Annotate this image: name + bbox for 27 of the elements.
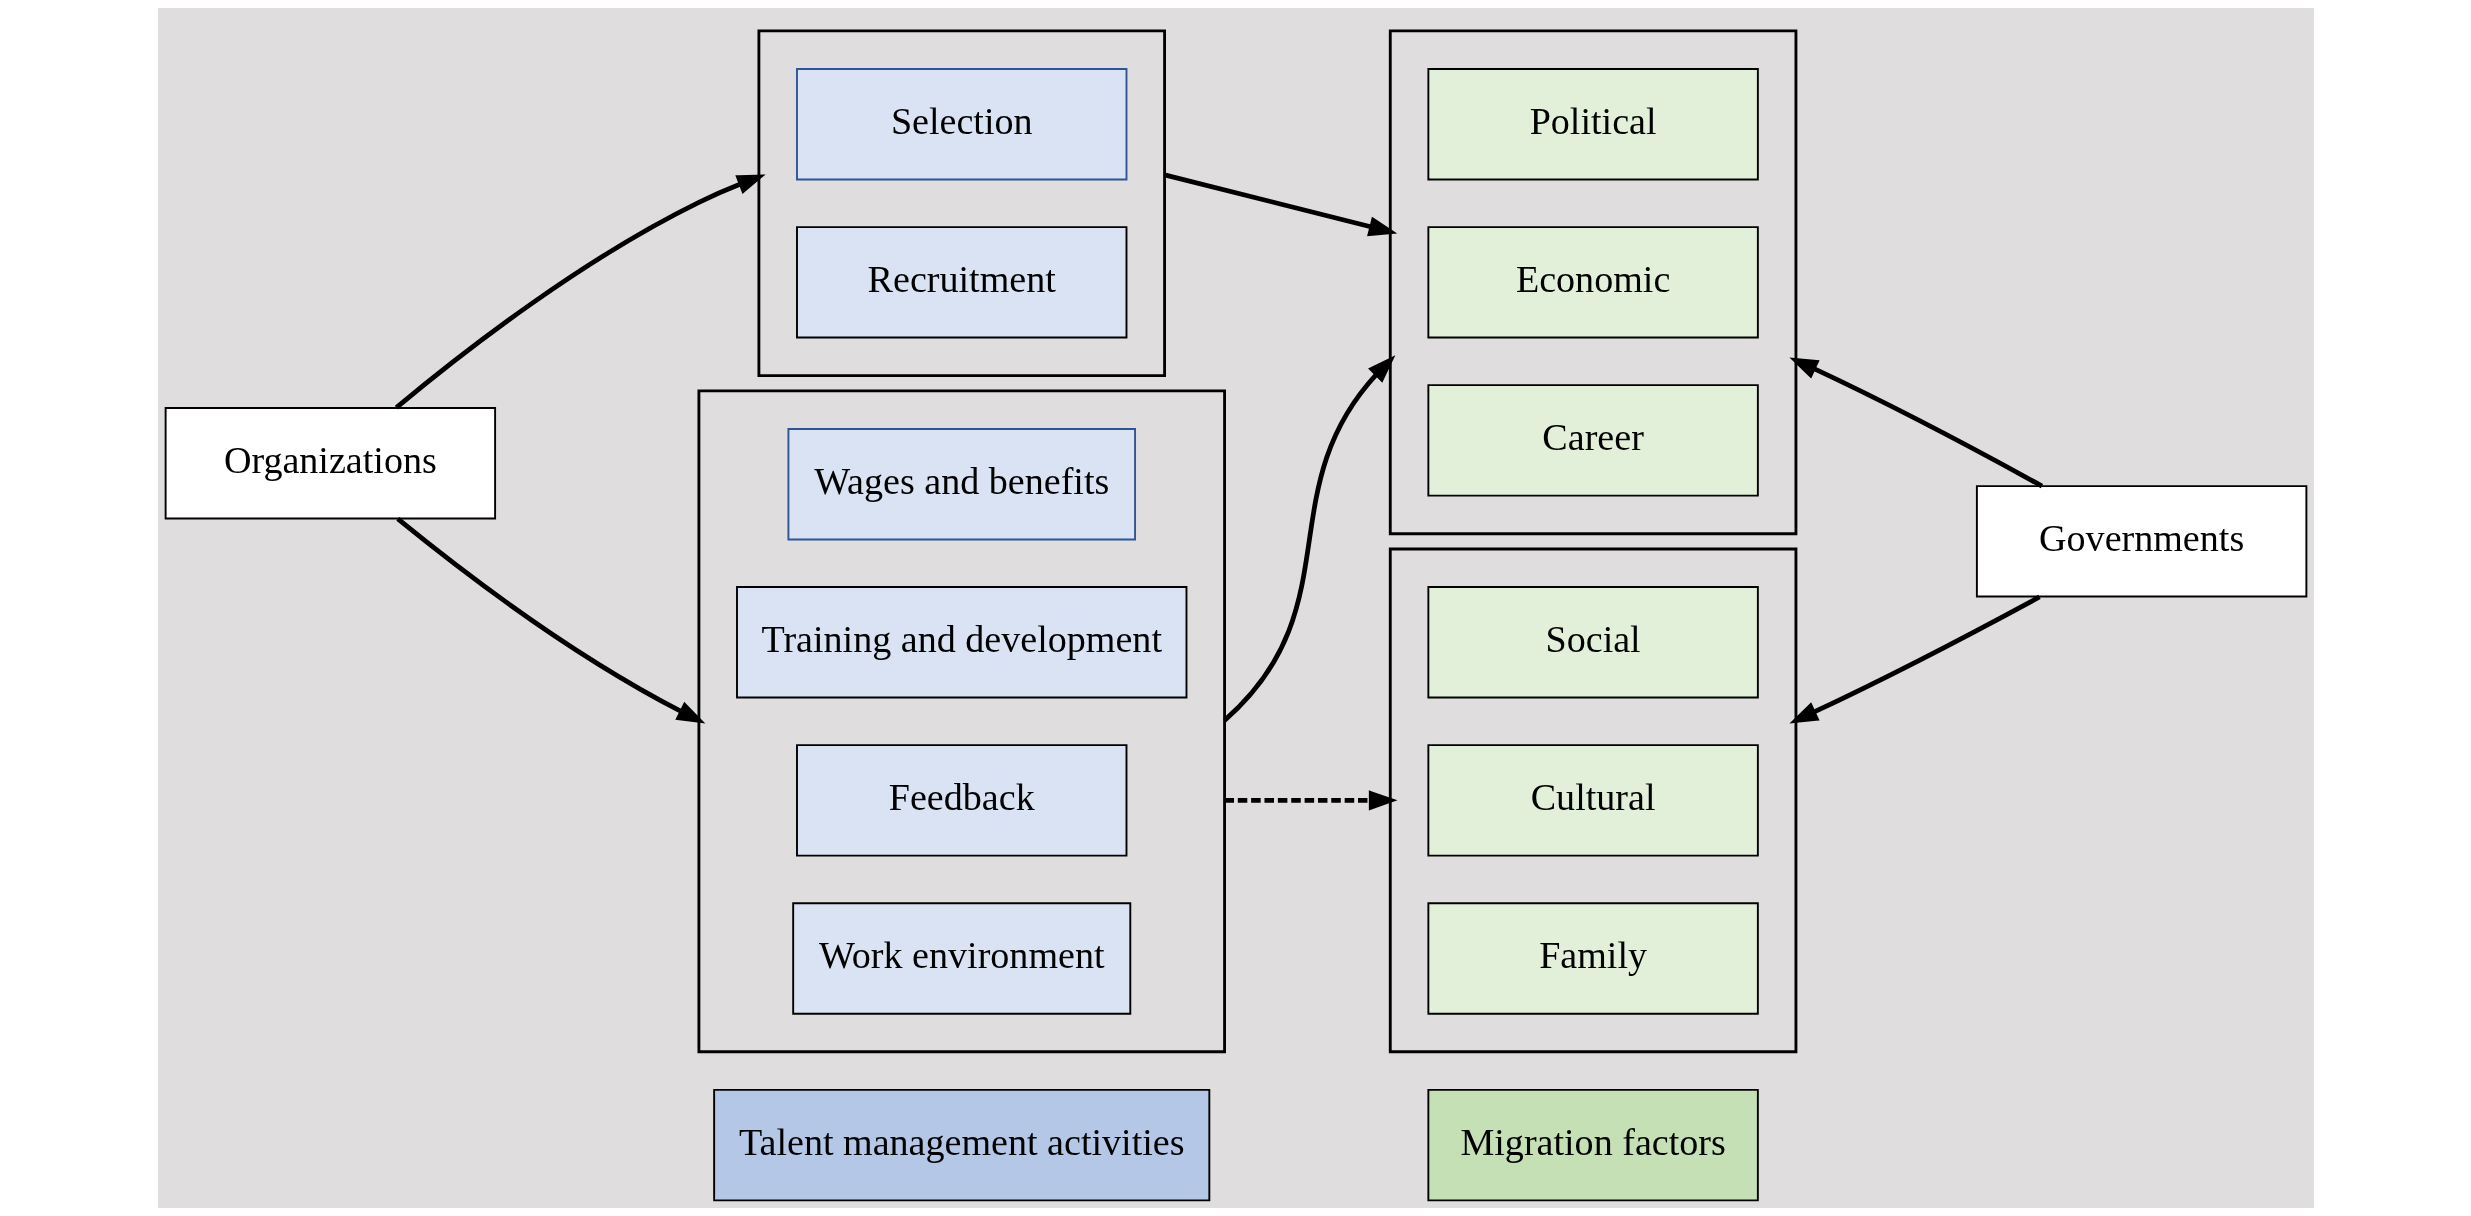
cluster — [696, 389, 1226, 1054]
node-box: Economic — [1426, 226, 1759, 339]
cluster — [756, 29, 1166, 378]
arrow — [1788, 357, 2043, 489]
node-box: Family — [1426, 902, 1759, 1015]
arrow — [1163, 172, 1397, 237]
node-box: Cultural — [1426, 744, 1759, 857]
node-box: Recruitment — [795, 226, 1127, 339]
cluster — [1388, 29, 1797, 536]
node-box: Talent management activities — [712, 1088, 1210, 1202]
node-box: Selection — [795, 68, 1127, 181]
node-box: Migration factors — [1426, 1088, 1759, 1202]
arrow — [1222, 355, 1395, 723]
node-box: Work environment — [791, 902, 1131, 1015]
node-box: Organizations — [164, 407, 496, 520]
arrow — [394, 174, 766, 410]
arrow — [395, 517, 705, 724]
node-box: Feedback — [795, 744, 1127, 857]
node-box: Governments — [1975, 485, 2307, 598]
node-box: Social — [1426, 586, 1759, 699]
node-box: Wages and benefits — [786, 428, 1136, 541]
node-box: Political — [1426, 68, 1759, 181]
cluster — [1388, 547, 1797, 1054]
arrow — [1224, 790, 1397, 811]
node-box: Career — [1426, 384, 1759, 497]
arrow — [1788, 594, 2041, 724]
node-box: Training and development — [735, 586, 1187, 699]
